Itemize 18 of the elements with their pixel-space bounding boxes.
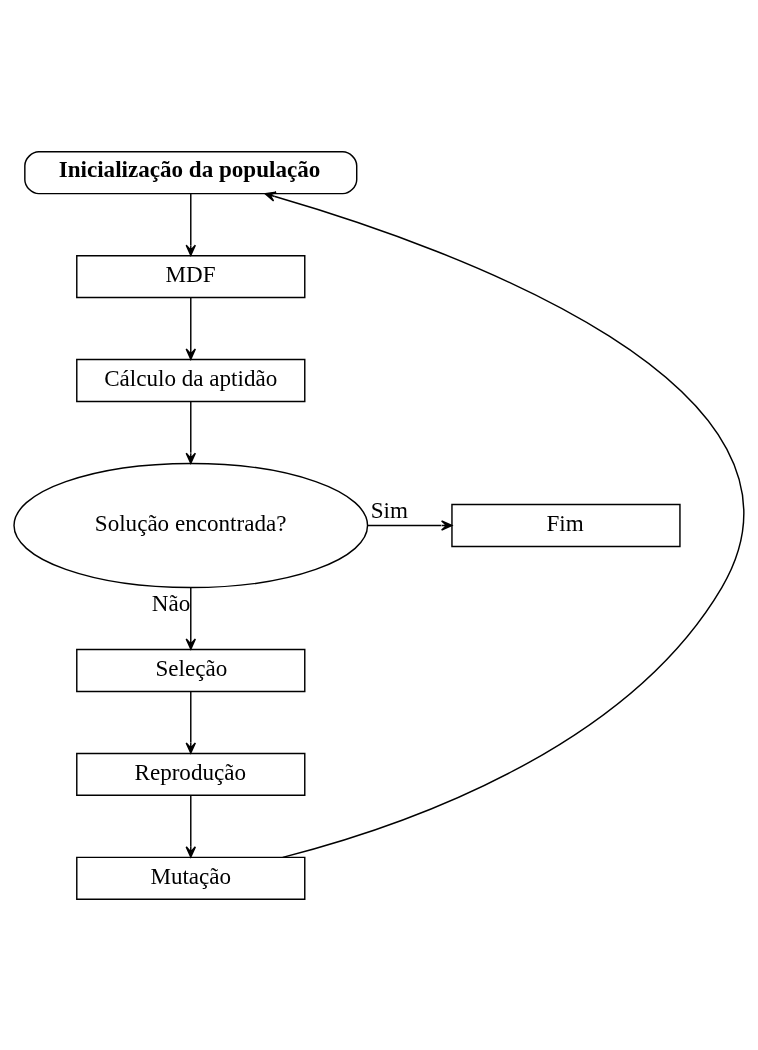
arrow: [185, 794, 197, 858]
arrow: [264, 190, 743, 858]
arrow: [185, 690, 197, 754]
node-box: MDF: [76, 254, 306, 298]
node-box: Inicialização da população: [24, 150, 358, 194]
arrow: [185, 400, 197, 464]
arrow: [367, 519, 453, 531]
node-box: Cálculo da aptidão: [76, 358, 306, 402]
node-box: Mutação: [76, 856, 306, 900]
arrow: [185, 296, 197, 360]
node-box: Fim: [451, 503, 681, 547]
arrow: [185, 586, 197, 650]
node-ellipse: Solução encontrada?: [13, 462, 369, 588]
edge-label: Sim: [370, 496, 408, 523]
arrow: [185, 192, 197, 256]
node-box: Seleção: [76, 648, 306, 692]
node-box: Reprodução: [76, 752, 306, 796]
edge-label: Não: [151, 589, 191, 616]
